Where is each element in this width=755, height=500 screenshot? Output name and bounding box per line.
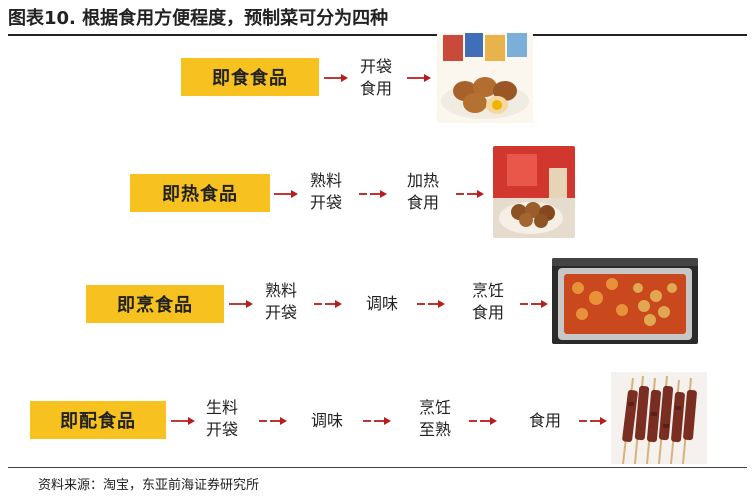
step-cook-eat: 烹饪 食用 [471, 281, 504, 322]
category-box-ready-to-prepare: 即配食品 [30, 401, 166, 439]
arrow [578, 415, 608, 427]
arrow [273, 188, 299, 200]
lamb-skewers-photo [611, 372, 707, 464]
source-note: 资料来源：淘宝，东亚前海证券研究所 [38, 478, 260, 493]
arrow [228, 298, 254, 310]
category-box-instant-heat: 即热食品 [130, 174, 270, 212]
arrow [416, 298, 446, 310]
figure-title: 图表10. 根据食用方便程度，预制菜可分为四种 [8, 8, 389, 29]
arrow [468, 415, 498, 427]
arrow [313, 298, 343, 310]
arrow [358, 188, 388, 200]
step-season: 调味 [365, 294, 398, 313]
step-season: 调味 [310, 411, 343, 430]
arrow [362, 415, 392, 427]
title-underline [8, 34, 747, 36]
arrow [519, 298, 549, 310]
step-cooked-open: 熟料 开袋 [264, 281, 297, 322]
braised-eggs-photo [437, 33, 533, 123]
step-open-eat: 开袋 食用 [359, 57, 392, 98]
category-box-instant-cook: 即烹食品 [86, 285, 224, 323]
category-box-instant-eat: 即食食品 [181, 58, 319, 96]
step-cook-done: 烹饪 至熟 [418, 398, 451, 439]
step-cooked-open: 熟料 开袋 [309, 171, 342, 212]
spicy-hotpot-tray-photo [552, 258, 698, 344]
step-raw-open: 生料 开袋 [205, 398, 238, 439]
braised-meatballs-photo [493, 146, 575, 238]
arrow [406, 72, 432, 84]
step-heat-eat: 加热 食用 [406, 171, 439, 212]
arrow [455, 188, 485, 200]
step-eat: 食用 [528, 411, 561, 430]
source-divider [8, 467, 747, 468]
arrow [258, 415, 288, 427]
arrow [170, 415, 196, 427]
arrow [323, 72, 349, 84]
